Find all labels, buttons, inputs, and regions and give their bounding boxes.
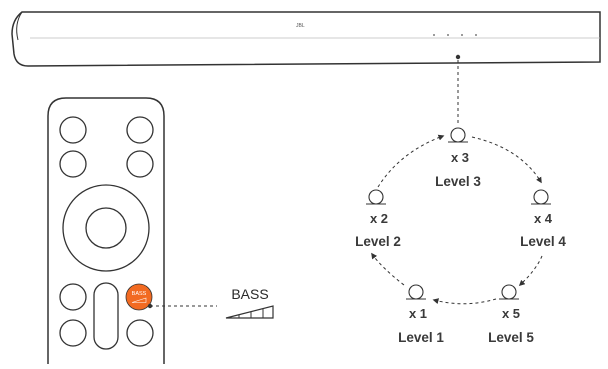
remote-control: BASS [47,97,165,364]
bass-callout: BASS [147,286,274,319]
remote-button-bottom-left[interactable] [59,319,87,347]
remote-volume-rocker[interactable] [93,282,119,350]
soundbar-control-dots [433,34,477,36]
remote-bass-button-ramp-icon [131,297,147,303]
remote-button-bottom-right[interactable] [126,319,154,347]
arrow-level-1-to-level-2 [371,252,405,286]
level-4-count: x 4 [534,211,553,226]
level-2-count: x 2 [370,211,388,226]
level-5-label: Level 5 [488,330,534,345]
remote-button-second-left[interactable] [59,150,87,178]
level-cycle-arrows [371,134,543,305]
remote-bass-button[interactable] [125,283,153,311]
arrow-level-4-to-level-5 [518,255,543,287]
soundbar-logo: JBL [296,23,305,29]
level-5-count: x 5 [502,306,520,321]
level-2-label: Level 2 [355,234,401,249]
remote-dpad-center-button[interactable] [85,207,127,249]
remote-button-top-left[interactable] [59,116,87,144]
level-4-label: Level 4 [520,234,566,249]
arrow-level-2-to-level-3 [377,134,445,188]
remote-dpad-ring[interactable] [62,184,150,272]
level-3-count: x 3 [451,150,469,165]
arrow-level-3-to-level-4 [471,136,542,184]
remote-button-lower-left[interactable] [59,283,87,311]
soundbar: JBL [11,11,601,67]
level-1-label: Level 1 [398,330,444,345]
soundbar-led-indicator [455,54,461,60]
level-3-indicator-icon [448,127,468,143]
level-1-count: x 1 [409,306,427,321]
level-1-indicator-icon [406,284,426,300]
arrow-level-5-to-level-1 [432,298,497,305]
level-4-indicator-icon [531,189,551,205]
level-2-indicator-icon [366,189,386,205]
remote-button-second-right[interactable] [126,150,154,178]
remote-bass-button-label: BASS [132,291,147,297]
bass-ramp-icon [225,305,274,319]
level-3-label: Level 3 [435,174,481,189]
remote-button-top-right[interactable] [126,116,154,144]
bass-callout-label: BASS [231,286,268,302]
level-5-indicator-icon [499,284,519,300]
